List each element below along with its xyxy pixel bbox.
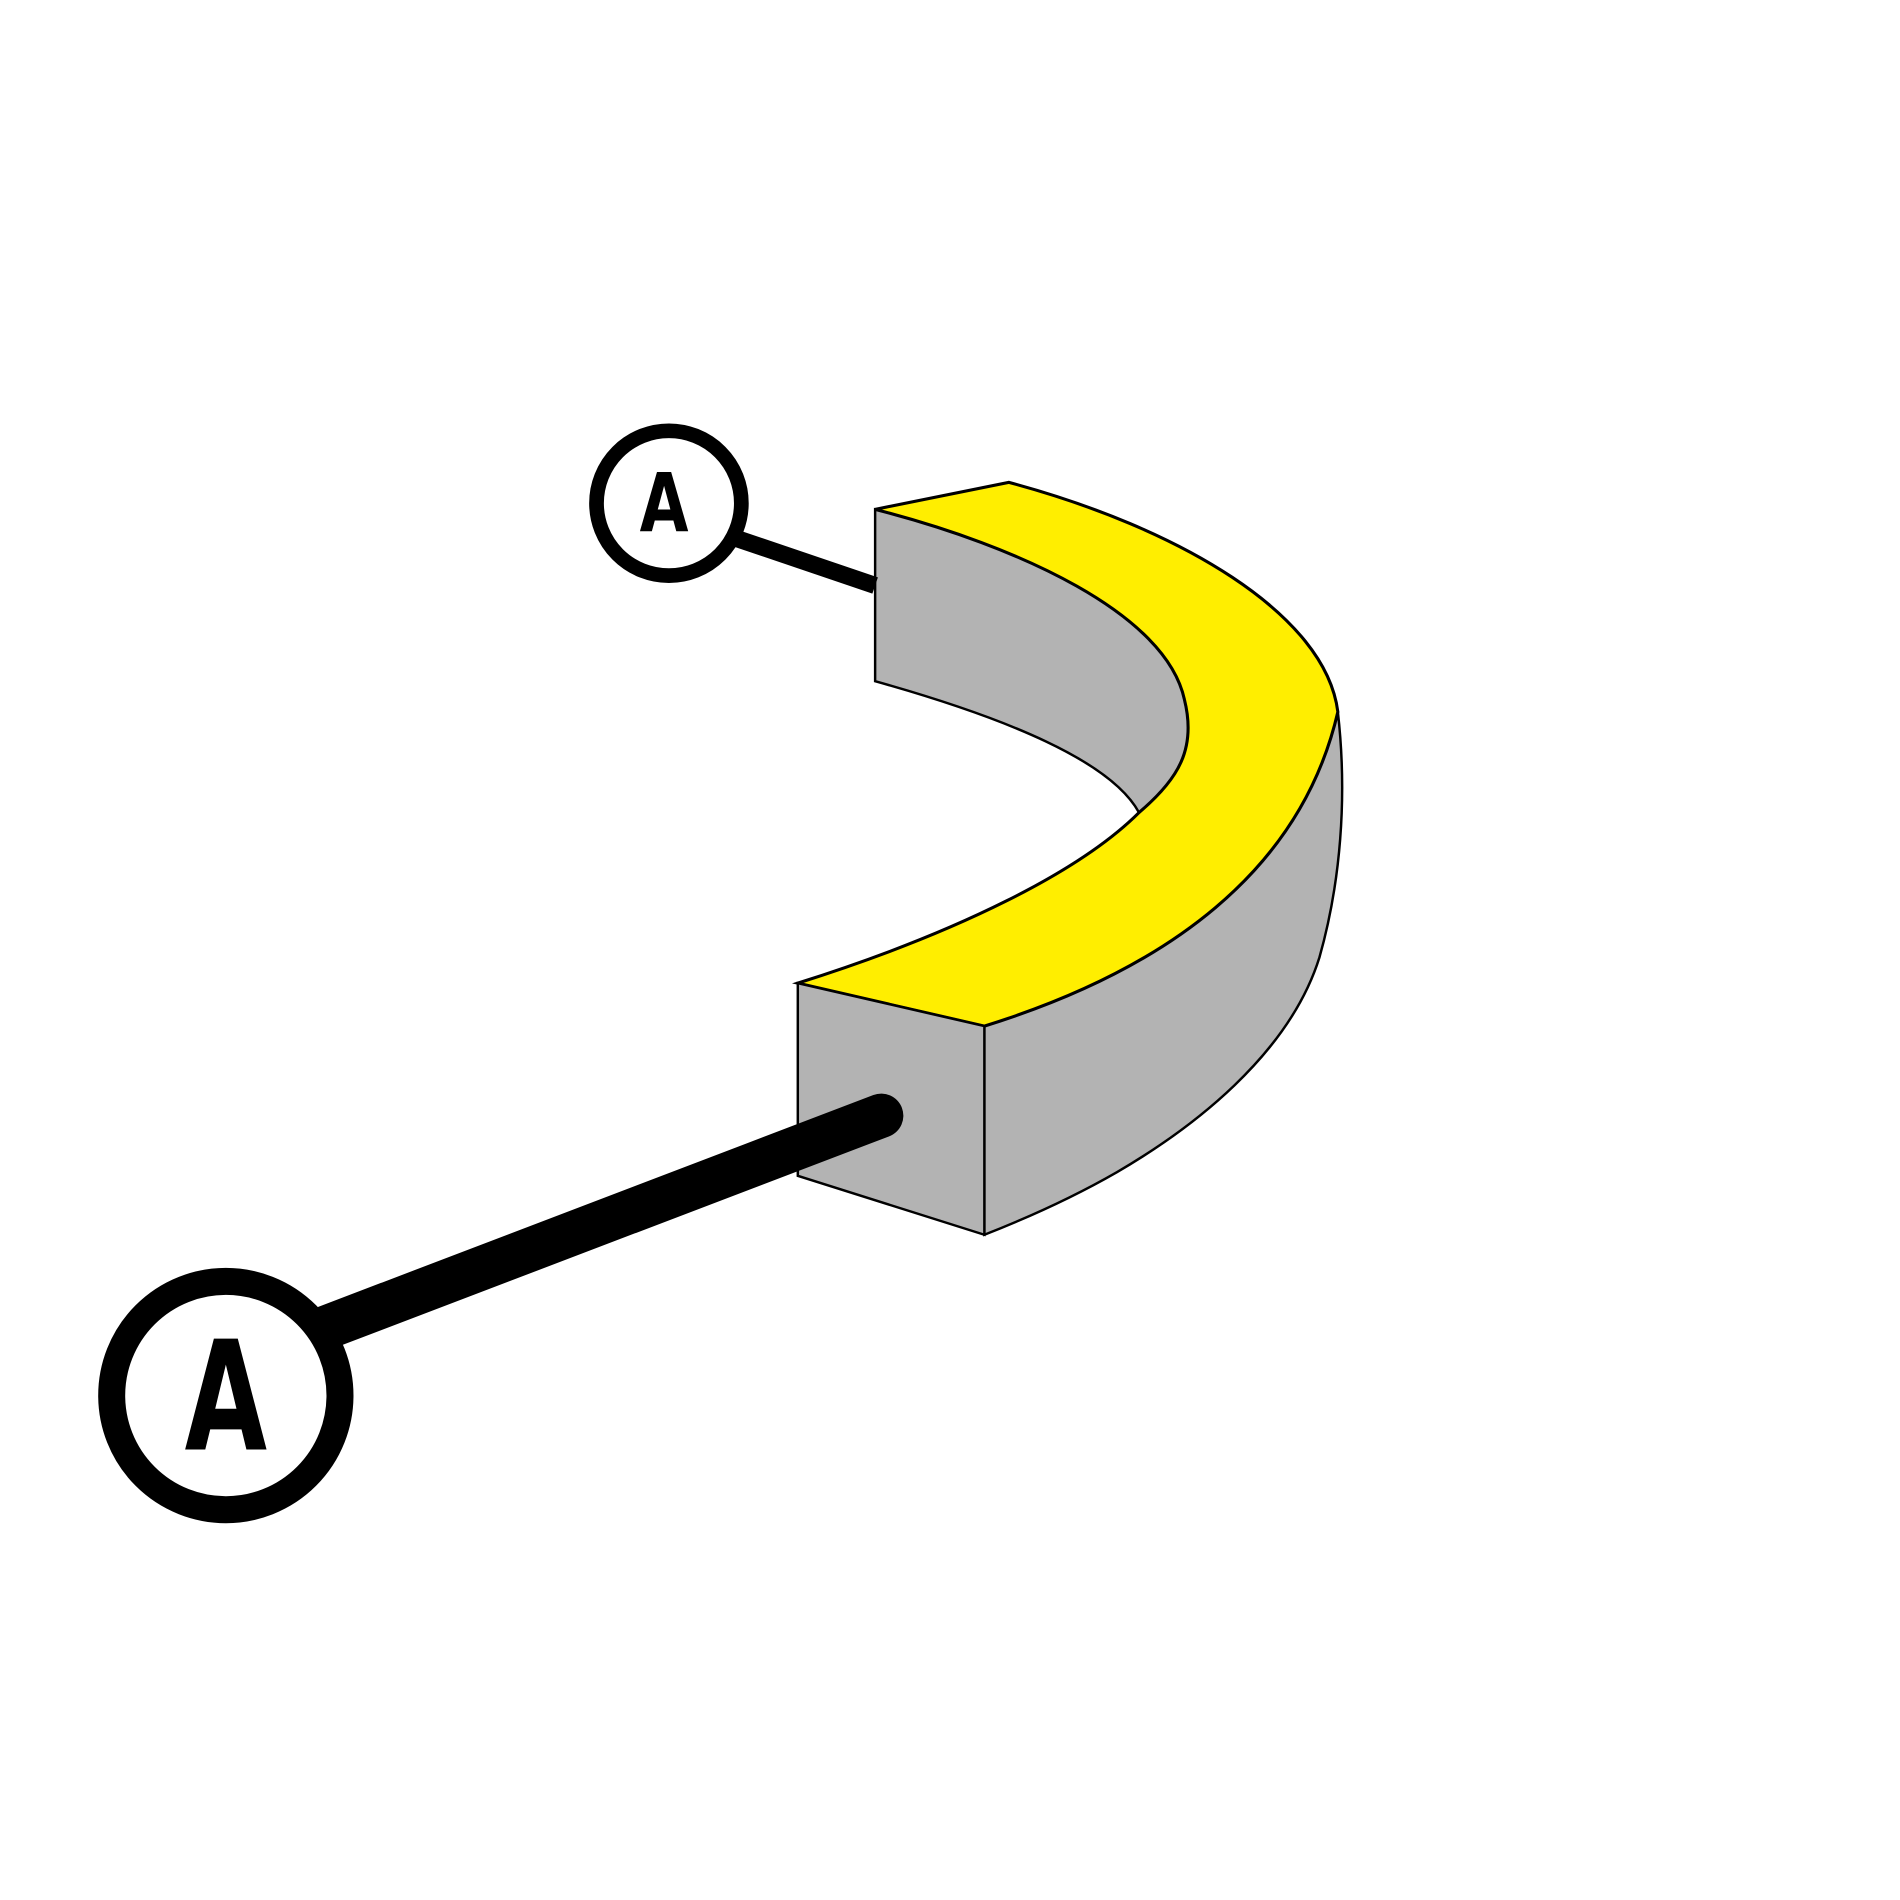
callout-top: A <box>589 423 749 584</box>
callout-circle <box>98 1267 354 1524</box>
bottom-leader-line <box>299 1093 904 1352</box>
top-face <box>791 480 1340 1028</box>
callout-circle <box>589 423 749 584</box>
top-leader-line <box>731 529 878 594</box>
callout-bottom: A <box>98 1267 354 1524</box>
callout-label: A <box>640 458 689 552</box>
callout-label: A <box>185 1308 268 1485</box>
